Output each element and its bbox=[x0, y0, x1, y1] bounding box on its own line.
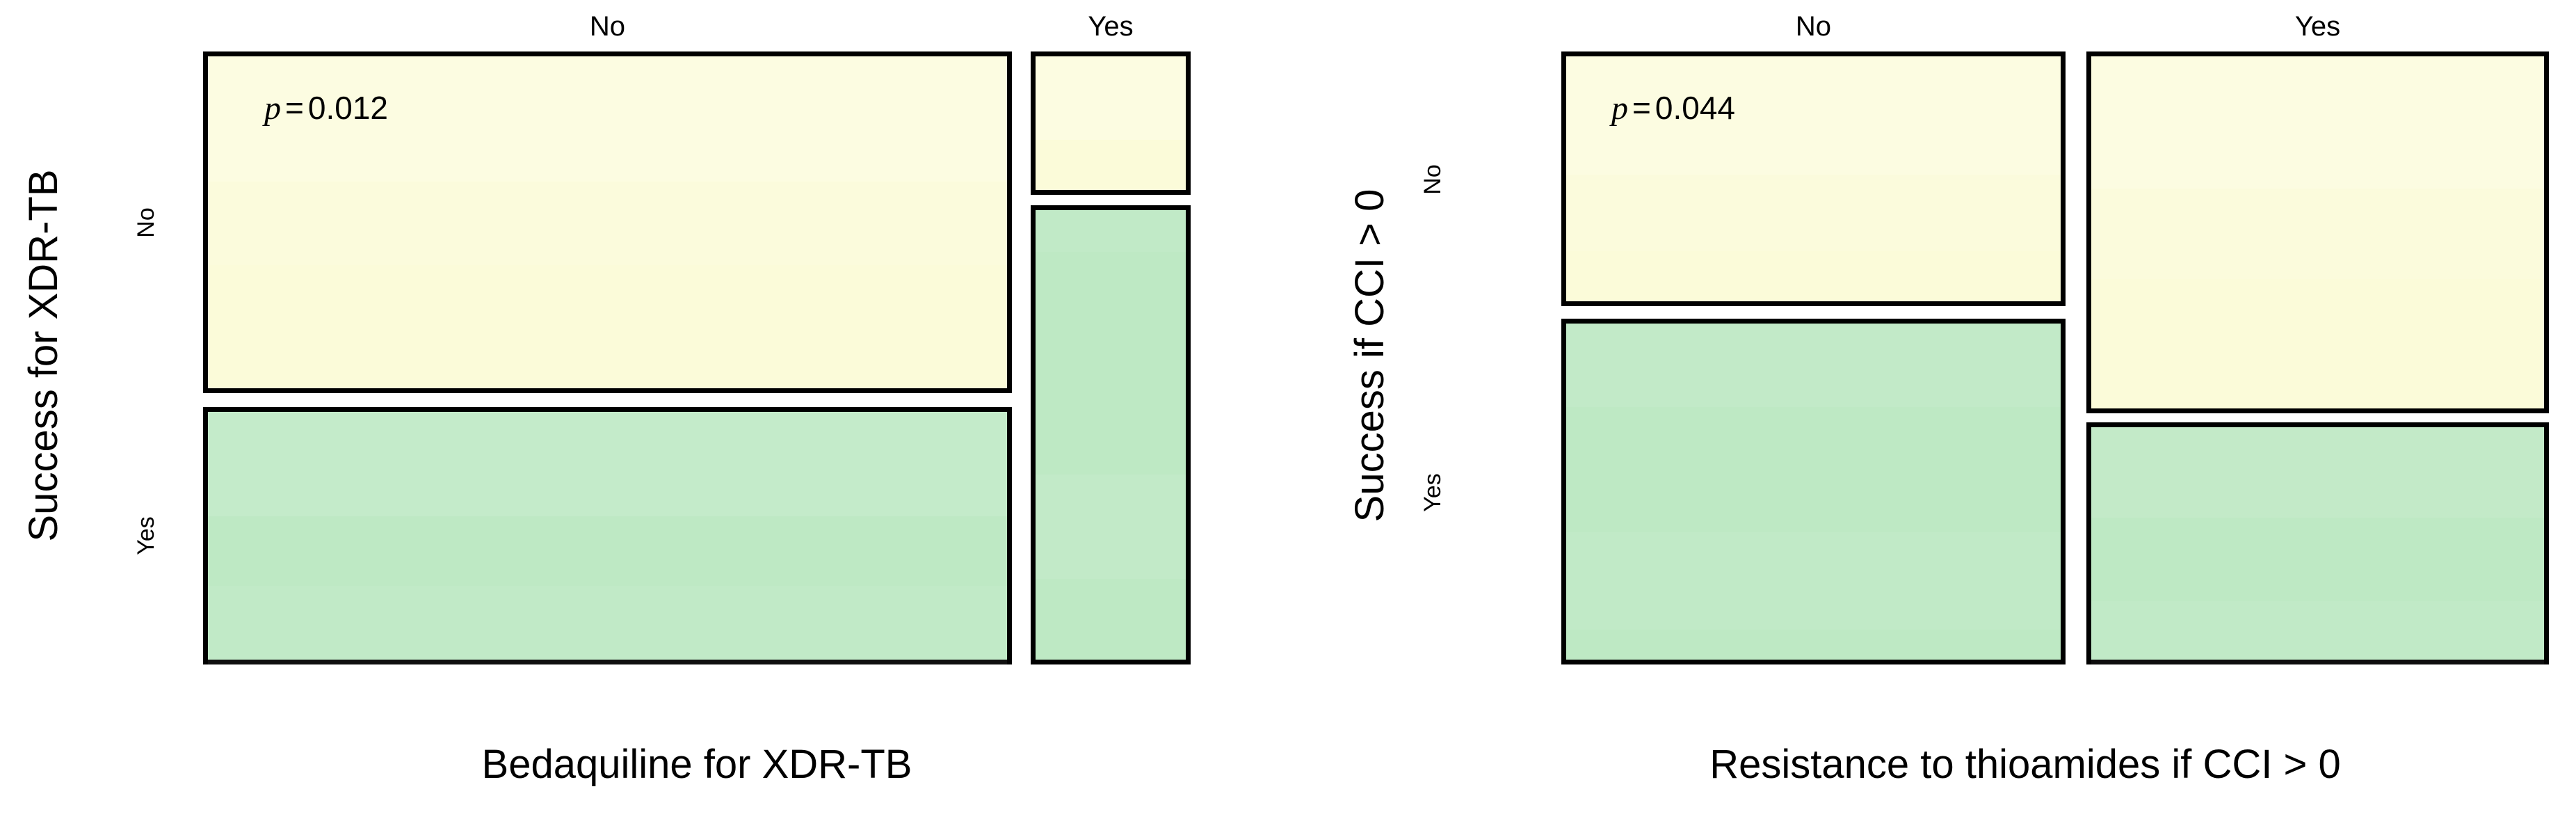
mosaic-tile-left-yes-yes[interactable] bbox=[1031, 205, 1191, 664]
tile-band bbox=[1036, 56, 1186, 140]
x-axis-title-right: Resistance to thioamides if CCI > 0 bbox=[1709, 742, 2341, 787]
tile-band bbox=[1566, 532, 2061, 630]
x-axis-title-left: Bedaquiline for XDR-TB bbox=[481, 742, 912, 787]
tile-band bbox=[1036, 210, 1186, 252]
p-value-annotation-left: p=0.012 bbox=[264, 90, 388, 126]
column-label-right-yes: Yes bbox=[2294, 11, 2341, 42]
y-level-label-right-no: No bbox=[1419, 164, 1446, 195]
p-value-symbol: p bbox=[1611, 90, 1628, 127]
tile-band bbox=[2091, 189, 2544, 279]
p-value-equals: = bbox=[285, 90, 304, 126]
mosaic-tile-right-yes-no[interactable] bbox=[2086, 51, 2549, 413]
tile-band bbox=[208, 586, 1007, 669]
tile-band bbox=[1566, 175, 2061, 251]
y-axis-title-left: Success for XDR-TB bbox=[21, 169, 66, 542]
tile-band bbox=[1566, 324, 2061, 407]
p-value-number: 0.044 bbox=[1655, 90, 1735, 126]
p-value-number: 0.012 bbox=[307, 90, 388, 126]
tile-band bbox=[208, 182, 1007, 265]
y-level-label-left-yes: Yes bbox=[133, 516, 159, 555]
y-level-label-right-yes: Yes bbox=[1419, 473, 1446, 512]
p-value-annotation-right: p=0.044 bbox=[1611, 90, 1735, 126]
tile-band bbox=[2091, 427, 2544, 518]
column-label-left-no: No bbox=[589, 11, 626, 42]
tile-band bbox=[208, 412, 1007, 516]
p-value-equals: = bbox=[1632, 90, 1651, 126]
mosaic-panel-right: Success if CCI > 0 No Yes No Yes p=0.044 bbox=[1288, 0, 2576, 828]
p-value-symbol: p bbox=[264, 90, 281, 127]
mosaic-panel-left: Success for XDR-TB No Yes No Yes p=0.012 bbox=[21, 11, 1191, 787]
column-label-right-no: No bbox=[1795, 11, 1832, 42]
mosaic-tile-right-no-yes[interactable] bbox=[1561, 319, 2066, 664]
y-axis-title-right: Success if CCI > 0 bbox=[1347, 189, 1392, 523]
mosaic-tile-left-no-yes[interactable] bbox=[203, 407, 1012, 669]
column-label-left-yes: Yes bbox=[1088, 11, 1134, 42]
tile-band bbox=[2091, 56, 2544, 189]
mosaic-tile-left-yes-no[interactable] bbox=[1031, 51, 1191, 195]
mosaic-tile-right-yes-yes[interactable] bbox=[2086, 422, 2549, 669]
y-level-label-left-no: No bbox=[133, 207, 159, 238]
tile-band bbox=[2091, 601, 2544, 669]
tile-band bbox=[1036, 475, 1186, 579]
